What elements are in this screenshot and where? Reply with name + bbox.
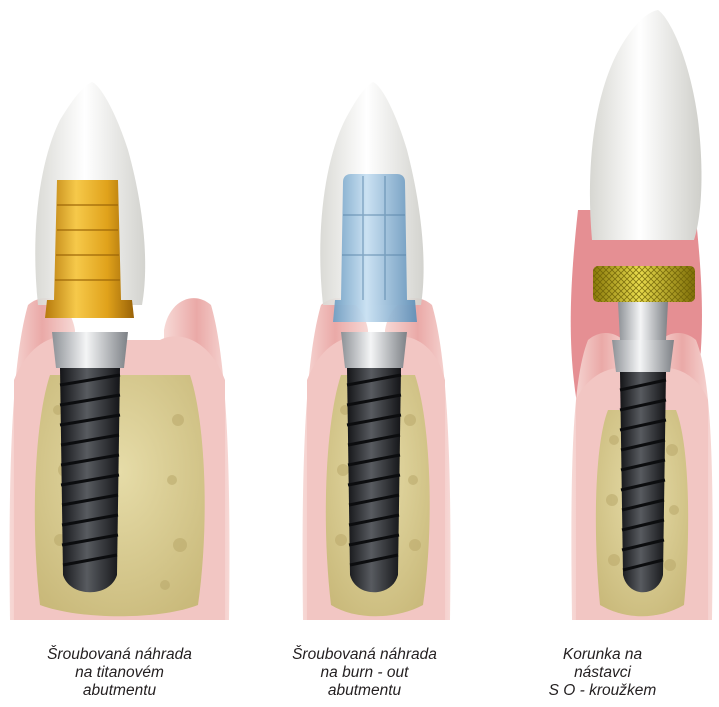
tooth-implant-diagram-2 [245, 0, 484, 640]
caption-line: Šroubovaná náhrada [245, 646, 484, 664]
implant-collar [612, 340, 674, 372]
caption-line: Šroubovaná náhrada [0, 646, 239, 664]
crown [590, 10, 702, 240]
tooth-implant-diagram-3 [480, 0, 719, 640]
caption-burn-out-abutment: Šroubovaná náhrada na burn - out abutmen… [245, 646, 484, 700]
illustration-burn-out-abutment: Šroubovaná náhrada na burn - out abutmen… [245, 0, 484, 707]
caption-line: na burn - out [245, 664, 484, 682]
caption-so-ring-abutment: Korunka na nástavci S O - kroužkem [483, 646, 719, 700]
tooth-implant-diagram-1 [0, 0, 239, 640]
caption-line: abutmentu [0, 682, 239, 700]
illustration-so-ring-abutment: Korunka na nástavci S O - kroužkem [480, 0, 719, 707]
burn-out-abutment [333, 174, 417, 322]
caption-line: nástavci [483, 664, 719, 682]
caption-titanium-abutment: Šroubovaná náhrada na titanovém abutment… [0, 646, 239, 700]
caption-line: na titanovém [0, 664, 239, 682]
implant-collar [52, 332, 128, 368]
caption-line: abutmentu [245, 682, 484, 700]
caption-line: S O - kroužkem [483, 682, 719, 700]
abutment-post [618, 302, 668, 340]
illustration-titanium-abutment: Šroubovaná náhrada na titanovém abutment… [0, 0, 239, 707]
caption-line: Korunka na [483, 646, 719, 664]
implant-collar [341, 332, 407, 368]
